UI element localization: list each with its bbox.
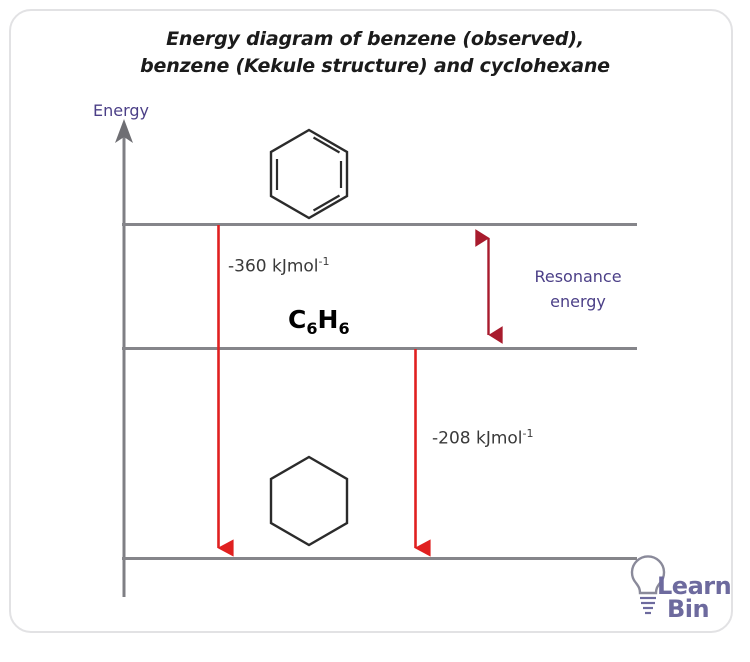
learnbin-logo-word-learn: Learn: [657, 572, 732, 600]
lightbulb-icon: [630, 555, 666, 615]
learnbin-logo-word-bin: Bin: [667, 595, 710, 623]
formula-carbon-symbol: C: [288, 305, 307, 334]
benzene-double-bond-upper-right: [312, 136, 341, 154]
energy-axis-arrowhead-icon: [115, 119, 133, 143]
page-title: Energy diagram of benzene (observed), be…: [120, 26, 630, 80]
formula-carbon-count: 6: [306, 319, 318, 338]
benzene-kekule-ring: [269, 128, 349, 220]
enthalpy-label-benzene-kekule-value: -360 kJmol: [228, 256, 319, 277]
page-title-line-2: benzene (Kekule structure) and cyclohexa…: [140, 55, 610, 77]
page-title-line-1: Energy diagram of benzene (observed),: [166, 28, 584, 50]
cyclohexane-hexagon-outline: [269, 455, 349, 547]
enthalpy-label-benzene-kekule-exponent: -1: [318, 255, 330, 268]
learnbin-logo: Learn Bin: [621, 568, 732, 630]
enthalpy-label-benzene-observed: -208 kJmol-1: [432, 427, 534, 449]
enthalpy-label-benzene-observed-value: -208 kJmol: [432, 428, 523, 449]
formula-hydrogen-symbol: H: [317, 305, 339, 334]
enthalpy-label-benzene-kekule: -360 kJmol-1: [228, 255, 330, 277]
formula-hydrogen-count: 6: [338, 319, 350, 338]
resonance-energy-label: Resonance energy: [508, 264, 648, 314]
energy-axis-label: Energy: [93, 101, 150, 120]
resonance-energy-label-line-1: Resonance: [534, 267, 622, 286]
molecular-formula-label: C6H6: [288, 305, 350, 338]
diagram-card-frame: [9, 9, 733, 633]
energy-axis: [115, 119, 133, 597]
enthalpy-label-benzene-observed-exponent: -1: [522, 427, 534, 440]
resonance-energy-label-line-2: energy: [550, 292, 606, 311]
cyclohexane-ring: [269, 455, 349, 547]
lightbulb-glass-outline: [630, 555, 666, 595]
benzene-double-bond-lower-right: [312, 194, 341, 212]
benzene-hexagon-outline: [269, 128, 349, 220]
